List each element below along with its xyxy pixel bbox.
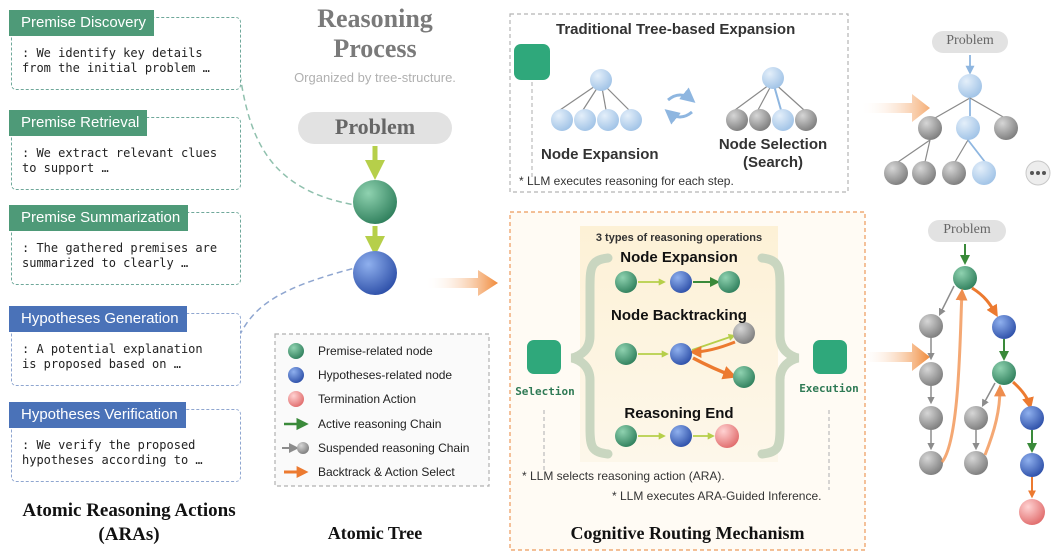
- ara-desc-line2: from the initial problem …: [22, 61, 210, 75]
- orange-arrow-to-routing: [425, 270, 498, 296]
- ara-desc-line1: : We identify key details: [22, 46, 203, 60]
- expansion-root-node: [590, 69, 612, 91]
- op3-node-end: [715, 424, 739, 448]
- legend-gray-node: [297, 442, 309, 454]
- llm-logo-traditional: [514, 44, 550, 80]
- reasoning-subtitle: Organized by tree-structure.: [294, 70, 456, 85]
- top-problem-label: Problem: [946, 33, 994, 48]
- legend-green-node: [288, 343, 304, 359]
- legend-label: Termination Action: [318, 392, 417, 406]
- legend-label: Backtrack & Action Select: [318, 465, 455, 479]
- reasoning-title-line1: Reasoning: [317, 4, 433, 33]
- bt-termination-node: [1019, 499, 1045, 525]
- card-connector-hypothesis: [234, 267, 356, 346]
- execution-label: Execution: [799, 382, 859, 395]
- ara-desc-line2: to support …: [22, 161, 109, 175]
- traditional-title: Traditional Tree-based Expansion: [556, 21, 796, 38]
- ara-title: Premise Retrieval: [9, 110, 148, 136]
- tree-hypothesis-node: [353, 251, 397, 295]
- atomic-tree-caption: Atomic Tree: [327, 523, 423, 543]
- routing-caption: Cognitive Routing Mechanism: [570, 523, 805, 543]
- ara-card-premise-summarization: Premise Summarization : The gathered pre…: [9, 205, 241, 285]
- tree-premise-node: [353, 180, 397, 224]
- ara-title: Premise Summarization: [9, 205, 189, 231]
- orange-arrow-to-top-tree: [860, 94, 930, 122]
- ara-card-premise-discovery: Premise Discovery : We identify key deta…: [9, 10, 241, 90]
- node-selection-search-label: (Search): [742, 154, 804, 171]
- op2-node-b: [670, 343, 692, 365]
- legend-label: Premise-related node: [318, 344, 433, 358]
- reasoning-title-line2: Process: [333, 34, 417, 63]
- top-problem-pill: [932, 31, 1008, 53]
- ara-desc-line1: : We extract relevant clues: [22, 146, 218, 160]
- op-reasoning-end: Reasoning End: [624, 405, 734, 422]
- orange-arrow-to-bottom-tree: [860, 343, 930, 371]
- ara-desc-line2: hypotheses according to …: [22, 453, 203, 467]
- bottom-problem-pill: [928, 220, 1006, 242]
- op-node-expansion: Node Expansion: [620, 249, 738, 266]
- bt-root: [953, 266, 977, 290]
- op1-node-c: [718, 271, 740, 293]
- ara-caption-line1: Atomic Reasoning Actions: [22, 500, 236, 521]
- legend-box: [274, 333, 490, 487]
- node-selection-label: Node Selection: [718, 136, 828, 153]
- problem-label: Problem: [334, 114, 416, 139]
- op2-node-d: [733, 366, 755, 388]
- llm-logo-execution: [813, 340, 847, 374]
- ara-card-hypotheses-generation: Hypotheses Generation : A potential expl…: [9, 306, 241, 386]
- operations-header: 3 types of reasoning operations: [595, 232, 763, 244]
- swap-arrows-icon: [667, 87, 696, 103]
- left-brace: [570, 253, 613, 459]
- selection-label: Selection: [515, 385, 575, 398]
- op2-node-c: [733, 322, 755, 344]
- op2-node-a: [615, 343, 637, 365]
- ara-title: Premise Discovery: [9, 10, 155, 36]
- op3-node-a: [615, 425, 637, 447]
- legend-blue-node: [288, 367, 304, 383]
- card-connector-premise: [239, 74, 356, 206]
- llm-logo-selection: [527, 340, 561, 374]
- ara-desc-line1: : We verify the proposed: [22, 438, 196, 452]
- legend-label: Active reasoning Chain: [318, 417, 442, 431]
- ara-desc-line2: summarized to clearly …: [22, 256, 189, 270]
- ara-desc-line2: is proposed based on …: [22, 357, 181, 371]
- right-brace: [757, 253, 800, 459]
- ara-card-premise-retrieval: Premise Retrieval : We extract relevant …: [9, 110, 241, 190]
- bottom-problem-label: Problem: [943, 222, 991, 237]
- ara-card-hypotheses-verification: Hypotheses Verification : We verify the …: [9, 402, 241, 482]
- node-expansion-label: Node Expansion: [541, 146, 659, 163]
- legend-label: Hypotheses-related node: [318, 368, 453, 382]
- ara-title: Hypotheses Generation: [9, 306, 187, 332]
- op-node-backtracking: Node Backtracking: [611, 307, 747, 324]
- ara-desc-line1: : The gathered premises are: [22, 241, 218, 255]
- ara-title: Hypotheses Verification: [9, 402, 186, 428]
- routing-note-execute: * LLM executes ARA-Guided Inference.: [612, 489, 822, 503]
- selection-root-node: [762, 67, 784, 89]
- ara-desc-line1: : A potential explanation: [22, 342, 203, 356]
- routing-note-select: * LLM selects reasoning action (ARA).: [522, 469, 725, 483]
- ara-caption-line2: (ARAs): [98, 524, 160, 545]
- op1-node-a: [615, 271, 637, 293]
- legend-pink-node: [288, 391, 304, 407]
- problem-pill: [298, 112, 452, 144]
- traditional-panel: [509, 13, 849, 193]
- op3-node-b: [670, 425, 692, 447]
- legend-label: Suspended reasoning Chain: [318, 441, 470, 455]
- op1-node-b: [670, 271, 692, 293]
- traditional-note: * LLM executes reasoning for each step.: [519, 174, 734, 188]
